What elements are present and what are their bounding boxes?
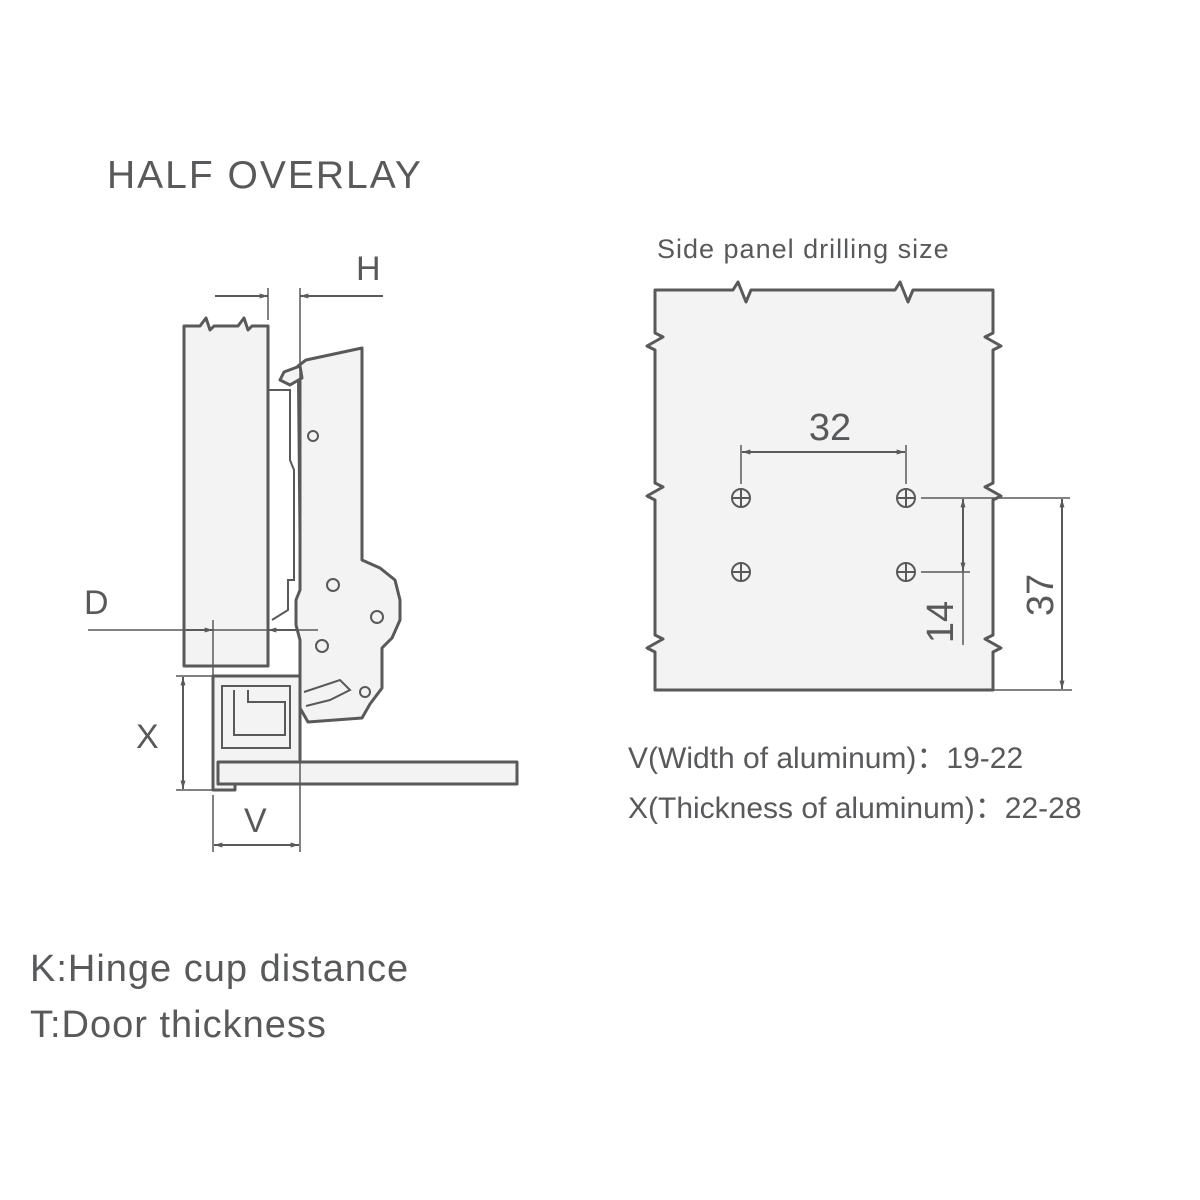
page-title: HALF OVERLAY [107, 154, 423, 197]
label-x: X [136, 718, 159, 756]
mounting-plate [268, 379, 301, 621]
hinge-hole [359, 686, 371, 698]
hinge-drawing: H D X V [84, 250, 519, 852]
hinge-hole [370, 610, 384, 624]
hinge-hole [315, 639, 329, 653]
legend-k: K:Hinge cup distance [30, 948, 409, 990]
profile-inner [221, 685, 291, 749]
label-d: D [84, 584, 109, 622]
hinge-hole [307, 430, 319, 442]
label-v: V [244, 802, 267, 840]
drill-hole [896, 562, 916, 582]
glass-panel [216, 760, 519, 786]
drill-hole [731, 488, 751, 508]
legend-t: T:Door thickness [30, 1004, 327, 1046]
drill-hole [731, 562, 751, 582]
hinge-arm [294, 346, 402, 724]
dim-14: 14 [920, 601, 962, 643]
hinge-link [303, 678, 352, 707]
dim-37: 37 [1020, 574, 1062, 616]
side-panel [645, 280, 1003, 692]
label-h: H [356, 250, 381, 288]
door-panel [182, 316, 270, 668]
spec-v: V(Width of aluminum)：19-22 [628, 742, 1023, 775]
side-panel-drawing: Side panel drilling size 32 14 37 V(Widt… [628, 234, 1082, 825]
hinge-cap [278, 364, 304, 387]
dim-32: 32 [809, 407, 851, 449]
drill-hole [896, 488, 916, 508]
side-panel-title: Side panel drilling size [657, 234, 950, 264]
spec-x: X(Thickness of aluminum)：22-28 [628, 792, 1082, 825]
drill-holes [731, 488, 916, 582]
hinge-hole [326, 578, 340, 592]
